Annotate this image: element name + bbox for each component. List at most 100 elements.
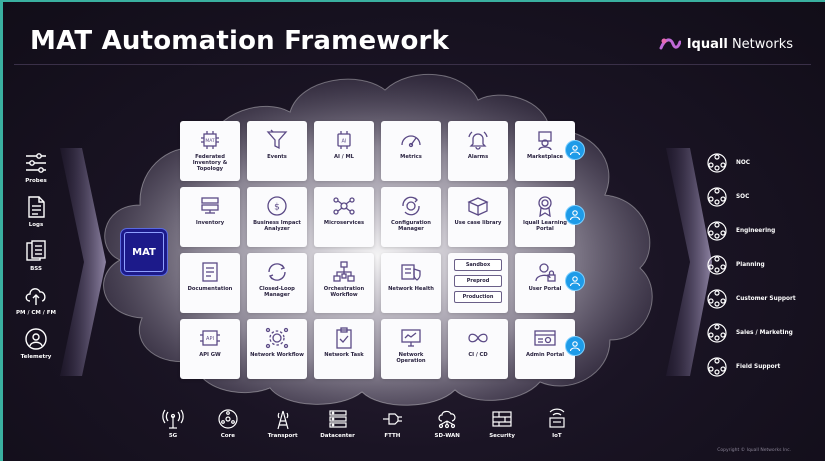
tile-network-workflow[interactable]: Network Workflow [247, 319, 307, 379]
core-icon [218, 409, 238, 429]
source-label: Logs [28, 222, 44, 228]
infinity-icon [468, 333, 488, 343]
target-label: Sales / Marketing [736, 330, 793, 336]
domain-label: IoT [552, 433, 562, 439]
flowchart-icon [333, 261, 355, 282]
globe-people-icon [707, 187, 727, 207]
tile-federated-inventory[interactable]: MAT Federated Inventory & Topology [180, 121, 240, 181]
globe-people-icon [707, 255, 727, 275]
globe-people-icon [707, 289, 727, 309]
api-gateway-icon: API [200, 330, 220, 346]
brand: Iquall Networks [659, 36, 793, 52]
target-label: SOC [736, 194, 750, 200]
tile-label: Iquall Learning Portal [523, 220, 567, 233]
domain-transport: Transport [260, 408, 306, 439]
sdwan-cloud-icon [438, 410, 456, 429]
stacked-documents-icon [26, 240, 46, 261]
domain-label: Core [220, 433, 235, 439]
source-label: PM / CM / FM [16, 310, 56, 316]
tile-api-gw[interactable]: API API GW [180, 319, 240, 379]
tile-label: Business Impact Analyzer [253, 220, 301, 233]
source-probes: Probes [10, 150, 62, 184]
dollar-icon: $ [267, 196, 287, 216]
tile-label: API GW [199, 352, 221, 358]
fiber-plug-icon [383, 413, 403, 425]
tile-label: Orchestration Workflow [323, 286, 365, 299]
copyright-text: Copyright © Iquall Networks Inc. [717, 448, 791, 453]
tile-label: Marketplace [526, 154, 564, 160]
tile-label: AI / ML [334, 154, 354, 160]
source-label: Telemetry [20, 354, 52, 360]
tile-ai-ml[interactable]: AI AI / ML [314, 121, 374, 181]
tile-events[interactable]: Events [247, 121, 307, 181]
tile-label: Network Operation [396, 352, 426, 365]
target-noc: NOC [706, 146, 816, 180]
tile-configuration-manager[interactable]: Configuration Manager [381, 187, 441, 247]
antenna-icon [162, 409, 184, 429]
firewall-icon [492, 411, 512, 427]
admin-window-icon [534, 330, 556, 346]
tile-orchestration[interactable]: Orchestration Workflow [314, 253, 374, 313]
domain-core: Core [205, 408, 251, 439]
globe-people-icon [707, 221, 727, 241]
monitor-icon [401, 329, 421, 347]
brand-name-bold: Iquall [686, 36, 728, 52]
target-label: Customer Support [736, 296, 796, 302]
page-title: MAT Automation Framework [30, 26, 450, 56]
tile-label: Microservices [323, 220, 365, 226]
domain-security: Security [479, 408, 525, 439]
domain-label: 5G [168, 433, 178, 439]
tile-label: Alarms [467, 154, 489, 160]
tile-label: Closed-Loop Manager [259, 286, 295, 299]
tile-microservices[interactable]: Microservices [314, 187, 374, 247]
target-sales-marketing: Sales / Marketing [706, 316, 816, 350]
tile-label: Admin Portal [525, 352, 565, 358]
tile-documentation[interactable]: Documentation [180, 253, 240, 313]
domain-5g: 5G [150, 408, 196, 439]
tile-ci-cd[interactable]: CI / CD [448, 319, 508, 379]
server-icon [201, 197, 219, 214]
tile-label: Documentation [187, 286, 233, 292]
user-badge-icon [565, 336, 585, 356]
tile-label: Configuration Manager [391, 220, 431, 233]
network-domains: 5G Core Transport Datacenter FTTH SD-WAN… [150, 408, 580, 439]
domain-label: Security [489, 433, 515, 439]
document-icon [28, 196, 45, 218]
target-label: Engineering [736, 228, 776, 234]
frame-top-edge [0, 0, 825, 2]
user-badge-icon [565, 140, 585, 160]
env-preprod-pill[interactable]: Preprod [454, 275, 502, 287]
bell-icon [468, 131, 488, 150]
tile-business-impact[interactable]: $ Business Impact Analyzer [247, 187, 307, 247]
source-label: Probes [25, 178, 47, 184]
tile-environments: Sandbox Preprod Production [448, 253, 508, 313]
gear-network-icon [265, 327, 289, 349]
tile-closed-loop[interactable]: Closed-Loop Manager [247, 253, 307, 313]
svg-text:API: API [206, 336, 214, 342]
left-flow-arrow [60, 148, 106, 376]
tile-use-case-library[interactable]: Use case library [448, 187, 508, 247]
source-pm-cm-fm: PM / CM / FM [10, 282, 62, 316]
env-production-pill[interactable]: Production [454, 291, 502, 303]
env-sandbox-pill[interactable]: Sandbox [454, 259, 502, 271]
tile-alarms[interactable]: Alarms [448, 121, 508, 181]
tile-label: Events [267, 154, 287, 160]
domain-datacenter: Datacenter [315, 408, 361, 439]
user-badge-icon [565, 205, 585, 225]
tile-network-operation[interactable]: Network Operation [381, 319, 441, 379]
target-field-support: Field Support [706, 350, 816, 384]
target-customer-support: Customer Support [706, 282, 816, 316]
globe-people-icon [707, 357, 727, 377]
tile-inventory[interactable]: Inventory [180, 187, 240, 247]
ai-chip-icon: AI [337, 131, 351, 149]
tile-metrics[interactable]: Metrics [381, 121, 441, 181]
tile-network-task[interactable]: Network Task [314, 319, 374, 379]
tile-network-health[interactable]: Network Health [381, 253, 441, 313]
mat-chip: MAT [124, 232, 164, 272]
source-telemetry: Telemetry [10, 326, 62, 360]
tile-label: CI / CD [468, 352, 488, 358]
doc-list-icon [202, 262, 218, 282]
iot-icon [549, 408, 565, 428]
iquall-logo-icon [659, 38, 681, 50]
